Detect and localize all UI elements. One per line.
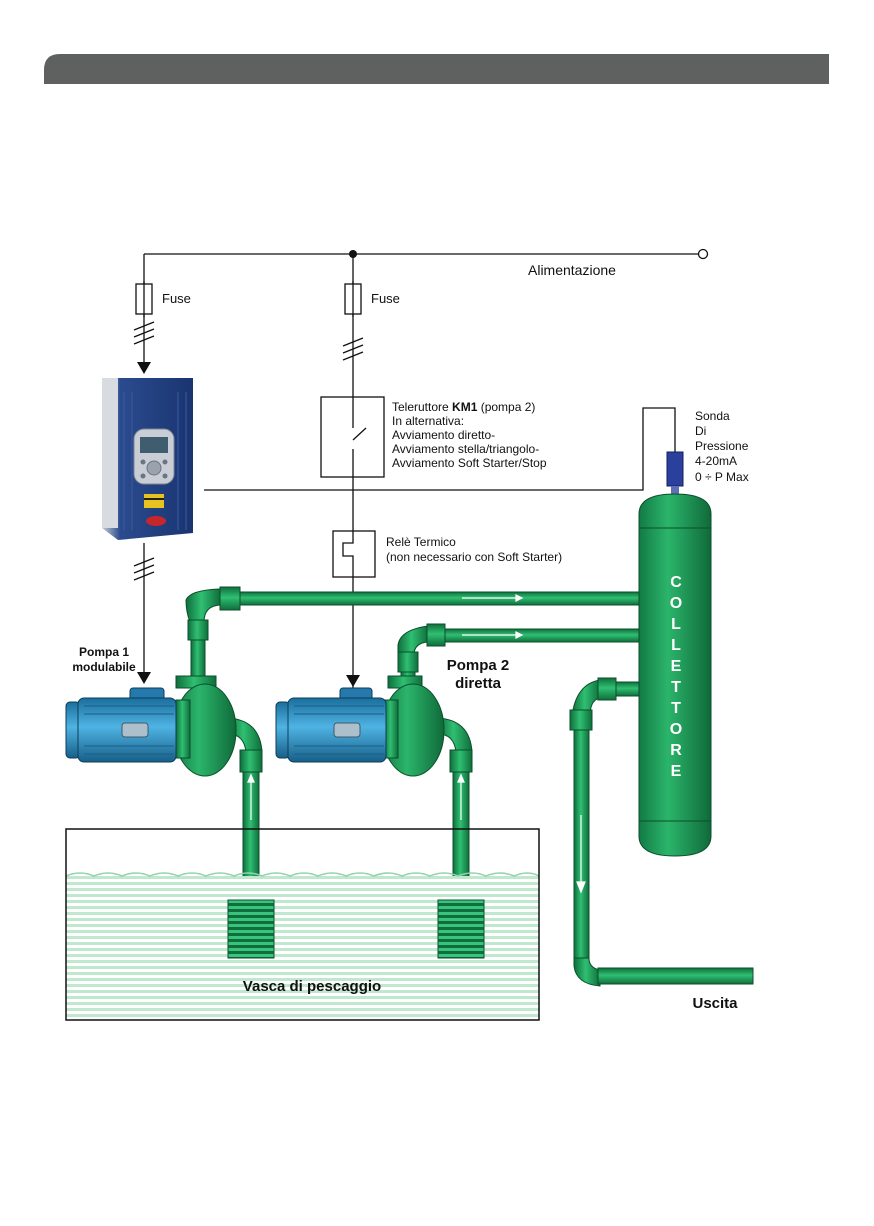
pump-2 bbox=[275, 675, 445, 777]
header-bar bbox=[44, 54, 829, 84]
alternative-title: In alternativa: bbox=[392, 414, 464, 428]
pump2-label-1: Pompa 2 bbox=[447, 657, 510, 674]
supply-terminal bbox=[697, 248, 709, 260]
discharge-pipe-1 bbox=[185, 586, 640, 677]
sensor-label-3: Pressione bbox=[695, 439, 749, 453]
collector-label: C O L L E T T O R E bbox=[670, 574, 682, 780]
pump1-label-1: Pompa 1 bbox=[79, 645, 129, 659]
tank-label: Vasca di pescaggio bbox=[243, 978, 381, 995]
collector-letter: L bbox=[671, 637, 681, 654]
relay-label-2: (non necessario con Soft Starter) bbox=[386, 550, 562, 564]
collector-letter: E bbox=[671, 658, 682, 675]
electrical-circuit bbox=[133, 253, 702, 690]
collector-letter: T bbox=[671, 679, 681, 696]
sensor-label-4: 4-20mA bbox=[695, 454, 737, 468]
fuse-label-left: Fuse bbox=[162, 291, 191, 306]
collector-tank bbox=[638, 493, 712, 857]
supply-label: Alimentazione bbox=[528, 262, 616, 278]
sensor-label-5: 0 ÷ P Max bbox=[695, 470, 749, 484]
sensor-label-2: Di bbox=[695, 424, 706, 438]
fuse-label-right: Fuse bbox=[371, 291, 400, 306]
flow-arrows bbox=[247, 594, 586, 894]
pump2-label-2: diretta bbox=[455, 675, 502, 692]
pump1-label-2: modulabile bbox=[72, 660, 136, 674]
alternative-3: Avviamento Soft Starter/Stop bbox=[392, 456, 547, 470]
collector-letter: O bbox=[670, 595, 682, 612]
junction-dot bbox=[349, 250, 357, 258]
pump-1 bbox=[65, 675, 237, 777]
collector-letter: O bbox=[670, 721, 682, 738]
output-label: Uscita bbox=[692, 995, 738, 1012]
collector-letter: R bbox=[670, 742, 682, 759]
arrow-to-inverter bbox=[137, 362, 151, 374]
collector-letter: L bbox=[671, 616, 681, 633]
alternative-2: Avviamento stella/triangolo- bbox=[392, 442, 539, 456]
arrow-to-pump1 bbox=[137, 672, 151, 684]
collector-letter: C bbox=[670, 574, 682, 591]
contactor-label: Teleruttore KM1 (pompa 2) bbox=[392, 400, 535, 414]
pressure-sensor bbox=[666, 451, 684, 487]
relay-label-1: Relè Termico bbox=[386, 535, 456, 549]
inverter bbox=[102, 378, 193, 540]
alternative-1: Avviamento diretto- bbox=[392, 428, 495, 442]
sensor-label-1: Sonda bbox=[695, 409, 730, 423]
arrow-to-pump2 bbox=[346, 675, 360, 687]
collector-letter: T bbox=[671, 700, 681, 717]
collector-letter: E bbox=[671, 763, 682, 780]
